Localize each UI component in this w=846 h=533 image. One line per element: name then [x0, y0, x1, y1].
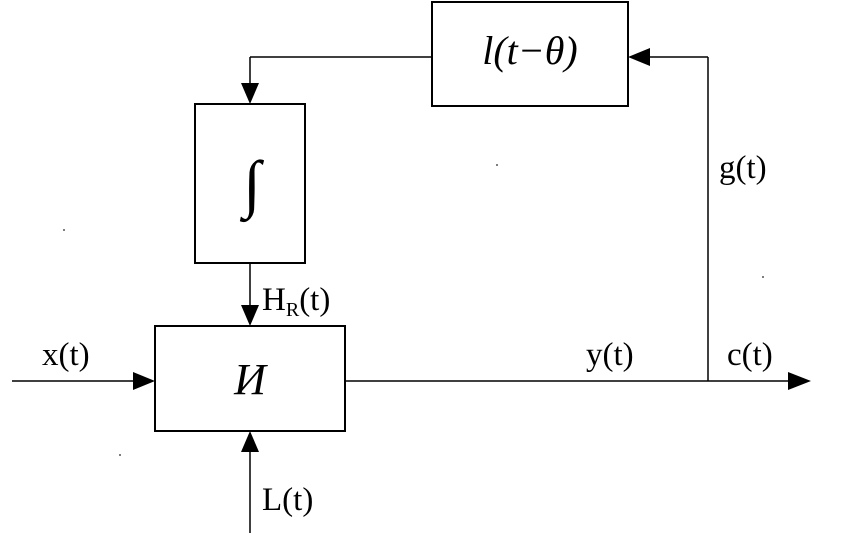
speck [762, 276, 764, 278]
output-y-label: y(t) [586, 337, 634, 373]
feedback-g-signal: g(t) [628, 48, 767, 381]
feedback-arrowhead [628, 48, 650, 66]
output-signal: y(t) c(t) [345, 337, 811, 390]
output-arrowhead [788, 372, 811, 390]
delay-block-box [431, 1, 629, 107]
integrator-symbol: ∫ [239, 148, 264, 223]
speck [496, 164, 498, 166]
input-x-label: x(t) [42, 337, 90, 373]
hr-label: HR(t) [262, 282, 330, 321]
main-block: И [154, 325, 346, 432]
speck [119, 454, 121, 456]
input-l-arrowhead [241, 431, 259, 452]
speck [63, 229, 65, 231]
hr-arrowhead [241, 305, 259, 326]
delay-output-arrowhead [241, 83, 259, 104]
delay-to-integrator-signal [241, 56, 432, 104]
delay-block-label: l(t−θ) [482, 28, 578, 73]
input-x-signal: x(t) [12, 337, 155, 390]
delay-block: l(t−θ) [431, 1, 629, 107]
hr-signal: HR(t) [241, 263, 330, 326]
input-l-signal: L(t) [241, 431, 313, 533]
integrator-block-box [194, 103, 306, 264]
input-l-label: L(t) [262, 482, 313, 518]
input-x-arrowhead [133, 372, 155, 390]
integrator-block: ∫ [194, 103, 306, 264]
main-block-label: И [233, 355, 268, 404]
output-c-label: c(t) [727, 337, 773, 373]
feedback-g-label: g(t) [719, 150, 767, 186]
scan-specks [63, 164, 764, 456]
